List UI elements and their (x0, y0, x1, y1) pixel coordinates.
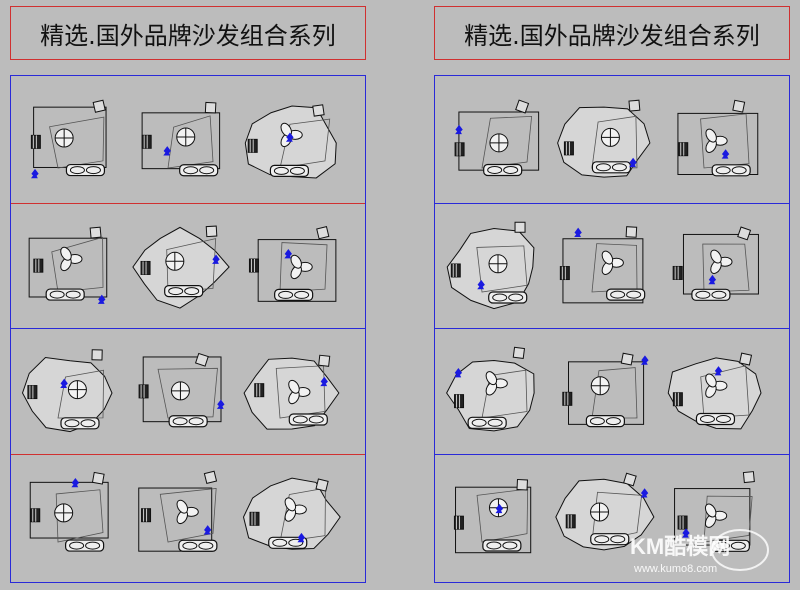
floor-plan-sketch (552, 462, 656, 572)
floor-plan-sketch (442, 88, 546, 198)
title-left: 精选.国外品牌沙发组合系列 (10, 6, 366, 60)
floor-plan-sketch (664, 212, 768, 322)
sofa-layout-icon (557, 99, 651, 178)
floor-plan-sketch (128, 88, 232, 198)
floor-plan-sketch (552, 88, 656, 198)
sofa-layout-icon (446, 346, 535, 432)
sofa-layout-icon (29, 471, 109, 552)
floor-plan-sketch (18, 462, 122, 572)
floor-plan-sketch (240, 88, 344, 198)
row-divider (11, 454, 365, 455)
sofa-layout-icon (446, 221, 535, 310)
sofa-layout-icon (453, 479, 532, 554)
sofa-layout-icon (138, 352, 225, 428)
sofa-layout-icon (28, 226, 108, 304)
sofa-layout-icon (248, 226, 337, 302)
sofa-layout-icon (242, 477, 341, 550)
sofa-layout-icon (677, 99, 759, 177)
floor-plan-sketch (240, 462, 344, 572)
sofa-layout-icon (559, 226, 646, 304)
title-right: 精选.国外品牌沙发组合系列 (434, 6, 790, 60)
sofa-layout-icon (21, 349, 113, 433)
panel-right (434, 75, 790, 583)
sofa-layout-icon (454, 99, 540, 177)
floor-plan-sketch (664, 338, 768, 448)
floor-plan-sketch (442, 212, 546, 322)
watermark-logo: KM酷模网 www.kumo8.com (622, 524, 782, 580)
row-divider (435, 328, 789, 329)
floor-plan-sketch (552, 338, 656, 448)
floor-plan-sketch (664, 88, 768, 198)
watermark-logo-text: KM酷模网 (630, 534, 730, 559)
floor-plan-sketch (128, 462, 232, 572)
row-divider (435, 454, 789, 455)
sofa-layout-icon (244, 104, 337, 179)
sofa-layout-icon (674, 471, 755, 552)
sofa-layout-icon (30, 99, 107, 179)
row-divider (11, 203, 365, 204)
floor-plan-sketch (18, 212, 122, 322)
row-divider (11, 328, 365, 329)
floor-plan-sketch (664, 462, 768, 572)
floor-plan-sketch (18, 338, 122, 448)
floor-plan-sketch (128, 212, 232, 322)
sofa-layout-icon (667, 352, 762, 430)
floor-plan-sketch (552, 212, 656, 322)
floor-plan-sketch (18, 88, 122, 198)
sofa-layout-icon (141, 101, 221, 177)
sofa-layout-icon (138, 470, 218, 552)
watermark-url: www.kumo8.com (633, 563, 717, 575)
title-right-text: 精选.国外品牌沙发组合系列 (464, 21, 760, 50)
floor-plan-sketch (442, 338, 546, 448)
sofa-layout-icon (555, 472, 655, 551)
row-divider (435, 203, 789, 204)
sofa-layout-icon (562, 352, 649, 428)
floor-plan-sketch (240, 212, 344, 322)
watermark-logo-icon: KM酷模网 www.kumo8.com (630, 529, 769, 575)
floor-plan-sketch (442, 462, 546, 572)
title-left-text: 精选.国外品牌沙发组合系列 (40, 21, 336, 50)
sofa-layout-icon (243, 354, 340, 430)
sofa-layout-icon (672, 226, 759, 301)
floor-plan-sketch (128, 338, 232, 448)
panel-left (10, 75, 366, 583)
floor-plan-sketch (240, 338, 344, 448)
sofa-layout-icon (132, 225, 230, 309)
